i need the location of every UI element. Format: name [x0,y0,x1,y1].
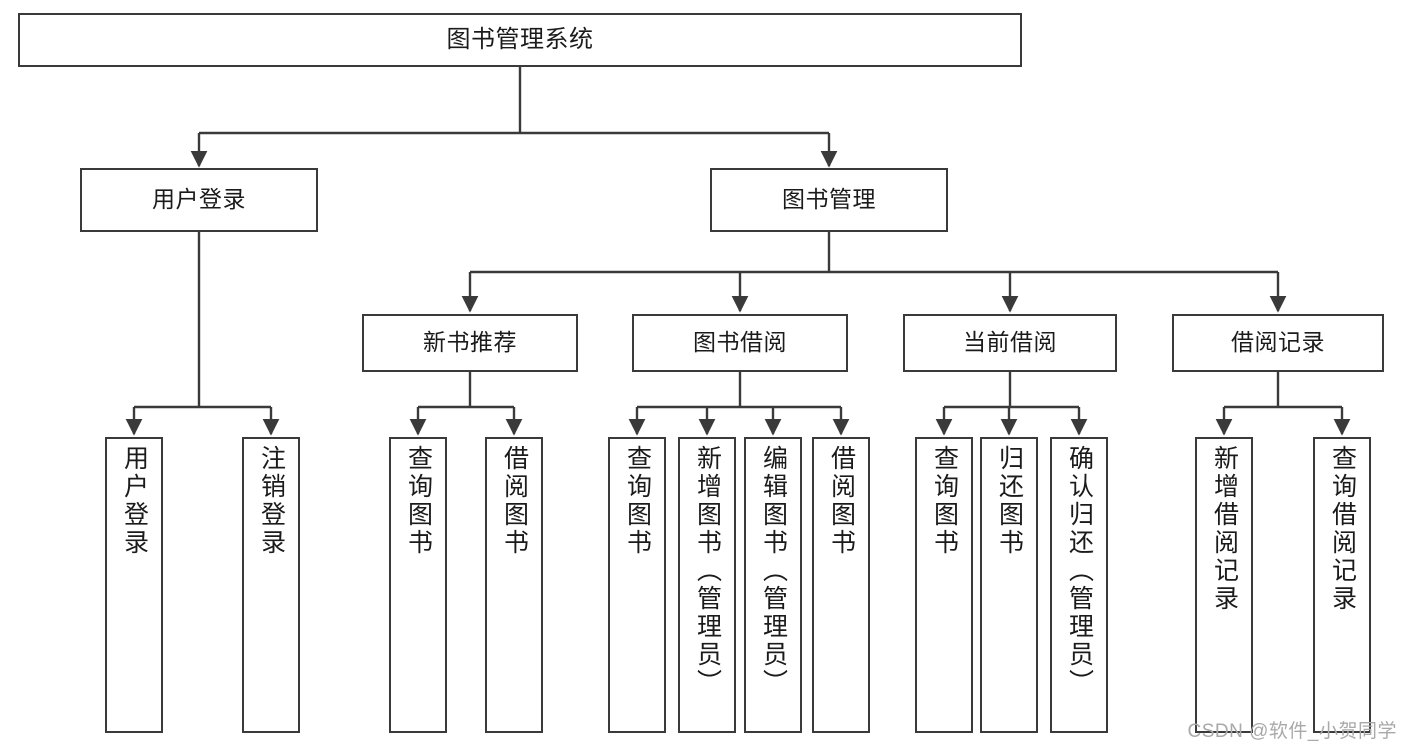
node-label: 借阅图书 [827,445,856,557]
node-user-login[interactable]: 用户登录 [80,168,318,232]
node-borrow-record[interactable]: 借阅记录 [1172,314,1384,372]
leaf-borrow-add-book-admin[interactable]: 新增图书（管理员） [678,437,736,733]
node-label: 查询图书 [404,445,433,557]
leaf-record-add-borrow-record[interactable]: 新增借阅记录 [1195,437,1253,733]
leaf-borrow-borrow-books[interactable]: 借阅图书 [812,437,870,733]
node-label: 查询图书 [930,445,959,557]
node-label: 图书管理 [782,186,876,213]
leaf-user-logout[interactable]: 注销登录 [242,437,300,733]
node-label: 图书管理系统 [446,25,594,53]
leaf-borrow-query-books[interactable]: 查询图书 [608,437,666,733]
node-current-borrow[interactable]: 当前借阅 [903,314,1117,372]
node-label: 查询借阅记录 [1328,445,1357,613]
node-label: 归还图书 [995,445,1024,557]
node-book-management[interactable]: 图书管理 [710,168,948,232]
node-label: 新增借阅记录 [1210,445,1239,613]
node-label: 编辑图书（管理员） [759,445,788,697]
leaf-recommend-query-books[interactable]: 查询图书 [389,437,447,733]
node-label: 用户登录 [152,186,246,213]
node-label: 借阅图书 [500,445,529,557]
node-book-borrow[interactable]: 图书借阅 [632,314,848,372]
leaf-current-query-books[interactable]: 查询图书 [915,437,973,733]
node-label: 查询图书 [623,445,652,557]
node-label: 图书借阅 [693,329,787,356]
node-label: 注销登录 [257,445,286,557]
leaf-recommend-borrow-books[interactable]: 借阅图书 [485,437,543,733]
node-label: 新增图书（管理员） [693,445,722,697]
leaf-user-login[interactable]: 用户登录 [105,437,163,733]
node-new-book-recommend[interactable]: 新书推荐 [362,314,578,372]
node-label: 借阅记录 [1231,329,1325,356]
leaf-borrow-edit-book-admin[interactable]: 编辑图书（管理员） [744,437,802,733]
node-label: 新书推荐 [423,329,517,356]
leaf-current-confirm-return-admin[interactable]: 确认归还（管理员） [1050,437,1108,733]
leaf-record-query-borrow-record[interactable]: 查询借阅记录 [1313,437,1371,733]
node-label: 当前借阅 [963,329,1057,356]
node-label: 用户登录 [120,445,149,557]
node-label: 确认归还（管理员） [1065,445,1094,697]
node-root-book-management-system[interactable]: 图书管理系统 [18,13,1022,67]
leaf-current-return-books[interactable]: 归还图书 [980,437,1038,733]
